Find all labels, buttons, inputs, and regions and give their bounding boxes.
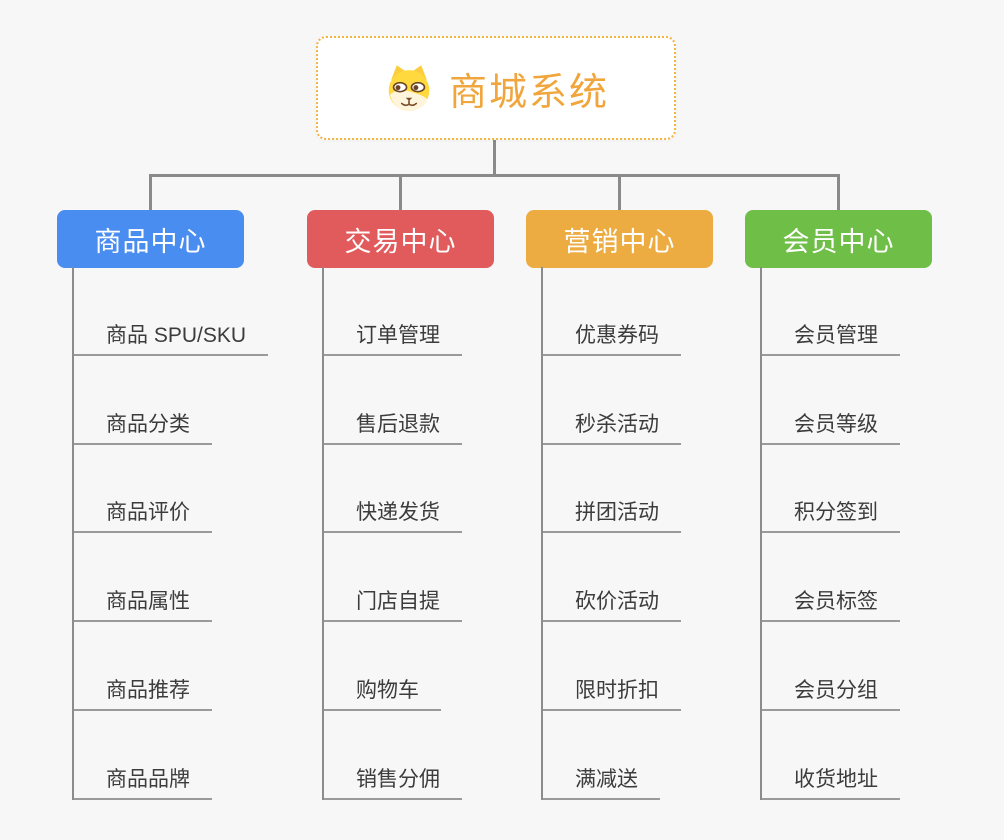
- child-node-label: 商品 SPU/SKU: [74, 319, 269, 356]
- child-node[interactable]: 销售分佣: [324, 711, 554, 800]
- child-node[interactable]: 会员分组: [762, 622, 992, 712]
- child-node[interactable]: 会员标签: [762, 533, 992, 623]
- child-node-label: 商品评价: [74, 496, 212, 534]
- child-column-member: 会员管理 会员等级 积分签到 会员标签 会员分组 收货地址: [760, 267, 992, 800]
- child-node-label: 收货地址: [762, 763, 900, 800]
- child-node[interactable]: 订单管理: [324, 267, 554, 356]
- branch-node-trade-center[interactable]: 交易中心: [307, 210, 494, 268]
- child-node[interactable]: 会员等级: [762, 356, 992, 445]
- child-node-label: 商品属性: [74, 585, 212, 623]
- child-node[interactable]: 优惠券码: [543, 267, 773, 356]
- child-node-label: 商品分类: [74, 408, 212, 445]
- child-node-label: 优惠券码: [543, 319, 681, 356]
- branch-label: 营销中心: [563, 226, 676, 257]
- child-node-label: 砍价活动: [543, 585, 681, 623]
- branch-node-member-center[interactable]: 会员中心: [745, 210, 932, 268]
- connector-horizontal-bar: [149, 174, 840, 177]
- connector-drop-marketing: [618, 176, 621, 210]
- child-node-label: 销售分佣: [324, 763, 462, 800]
- child-node-label: 商品推荐: [74, 674, 212, 712]
- branch-node-marketing-center[interactable]: 营销中心: [526, 210, 713, 268]
- child-column-marketing: 优惠券码 秒杀活动 拼团活动 砍价活动 限时折扣 满减送: [541, 267, 773, 800]
- child-node-label: 会员等级: [762, 408, 900, 445]
- child-node-label: 秒杀活动: [543, 408, 681, 445]
- connector-drop-member: [837, 176, 840, 210]
- branch-label: 商品中心: [94, 226, 207, 257]
- child-node-label: 满减送: [543, 763, 660, 800]
- child-node[interactable]: 快递发货: [324, 445, 554, 534]
- child-node[interactable]: 商品品牌: [74, 711, 304, 800]
- child-node-label: 订单管理: [324, 319, 462, 356]
- connector-drop-trade: [399, 176, 402, 210]
- branch-label: 会员中心: [782, 226, 895, 257]
- dog-face-icon: [388, 65, 430, 111]
- root-node[interactable]: 商城系统: [316, 36, 676, 140]
- child-node[interactable]: 秒杀活动: [543, 356, 773, 445]
- child-node-label: 门店自提: [324, 585, 462, 623]
- child-node-label: 购物车: [324, 674, 441, 712]
- child-node[interactable]: 商品 SPU/SKU: [74, 267, 304, 356]
- child-node[interactable]: 限时折扣: [543, 622, 773, 712]
- child-node[interactable]: 门店自提: [324, 533, 554, 623]
- connector-drop-product: [149, 176, 152, 210]
- child-node[interactable]: 商品属性: [74, 533, 304, 623]
- child-node-label: 限时折扣: [543, 674, 681, 712]
- branch-label: 交易中心: [344, 226, 457, 257]
- child-node[interactable]: 收货地址: [762, 711, 992, 800]
- child-node[interactable]: 满减送: [543, 711, 773, 800]
- child-node[interactable]: 售后退款: [324, 356, 554, 445]
- child-node[interactable]: 商品推荐: [74, 622, 304, 712]
- child-node-label: 拼团活动: [543, 496, 681, 534]
- branch-node-product-center[interactable]: 商品中心: [57, 210, 244, 268]
- child-node[interactable]: 会员管理: [762, 267, 992, 356]
- child-node-label: 快递发货: [324, 496, 462, 534]
- child-node-label: 会员标签: [762, 585, 900, 623]
- child-node-label: 会员管理: [762, 319, 900, 356]
- child-node-label: 会员分组: [762, 674, 900, 712]
- child-node[interactable]: 商品分类: [74, 356, 304, 445]
- root-node-label: 商城系统: [448, 71, 609, 114]
- child-node-label: 商品品牌: [74, 763, 212, 800]
- child-column-product: 商品 SPU/SKU 商品分类 商品评价 商品属性 商品推荐 商品品牌: [72, 267, 304, 800]
- child-node[interactable]: 砍价活动: [543, 533, 773, 623]
- child-node[interactable]: 商品评价: [74, 445, 304, 534]
- child-column-trade: 订单管理 售后退款 快递发货 门店自提 购物车 销售分佣: [322, 267, 554, 800]
- child-node-label: 售后退款: [324, 408, 462, 445]
- connector-root-stub: [493, 140, 496, 176]
- child-node-label: 积分签到: [762, 496, 900, 534]
- child-node[interactable]: 积分签到: [762, 445, 992, 534]
- child-node[interactable]: 购物车: [324, 622, 554, 712]
- child-node[interactable]: 拼团活动: [543, 445, 773, 534]
